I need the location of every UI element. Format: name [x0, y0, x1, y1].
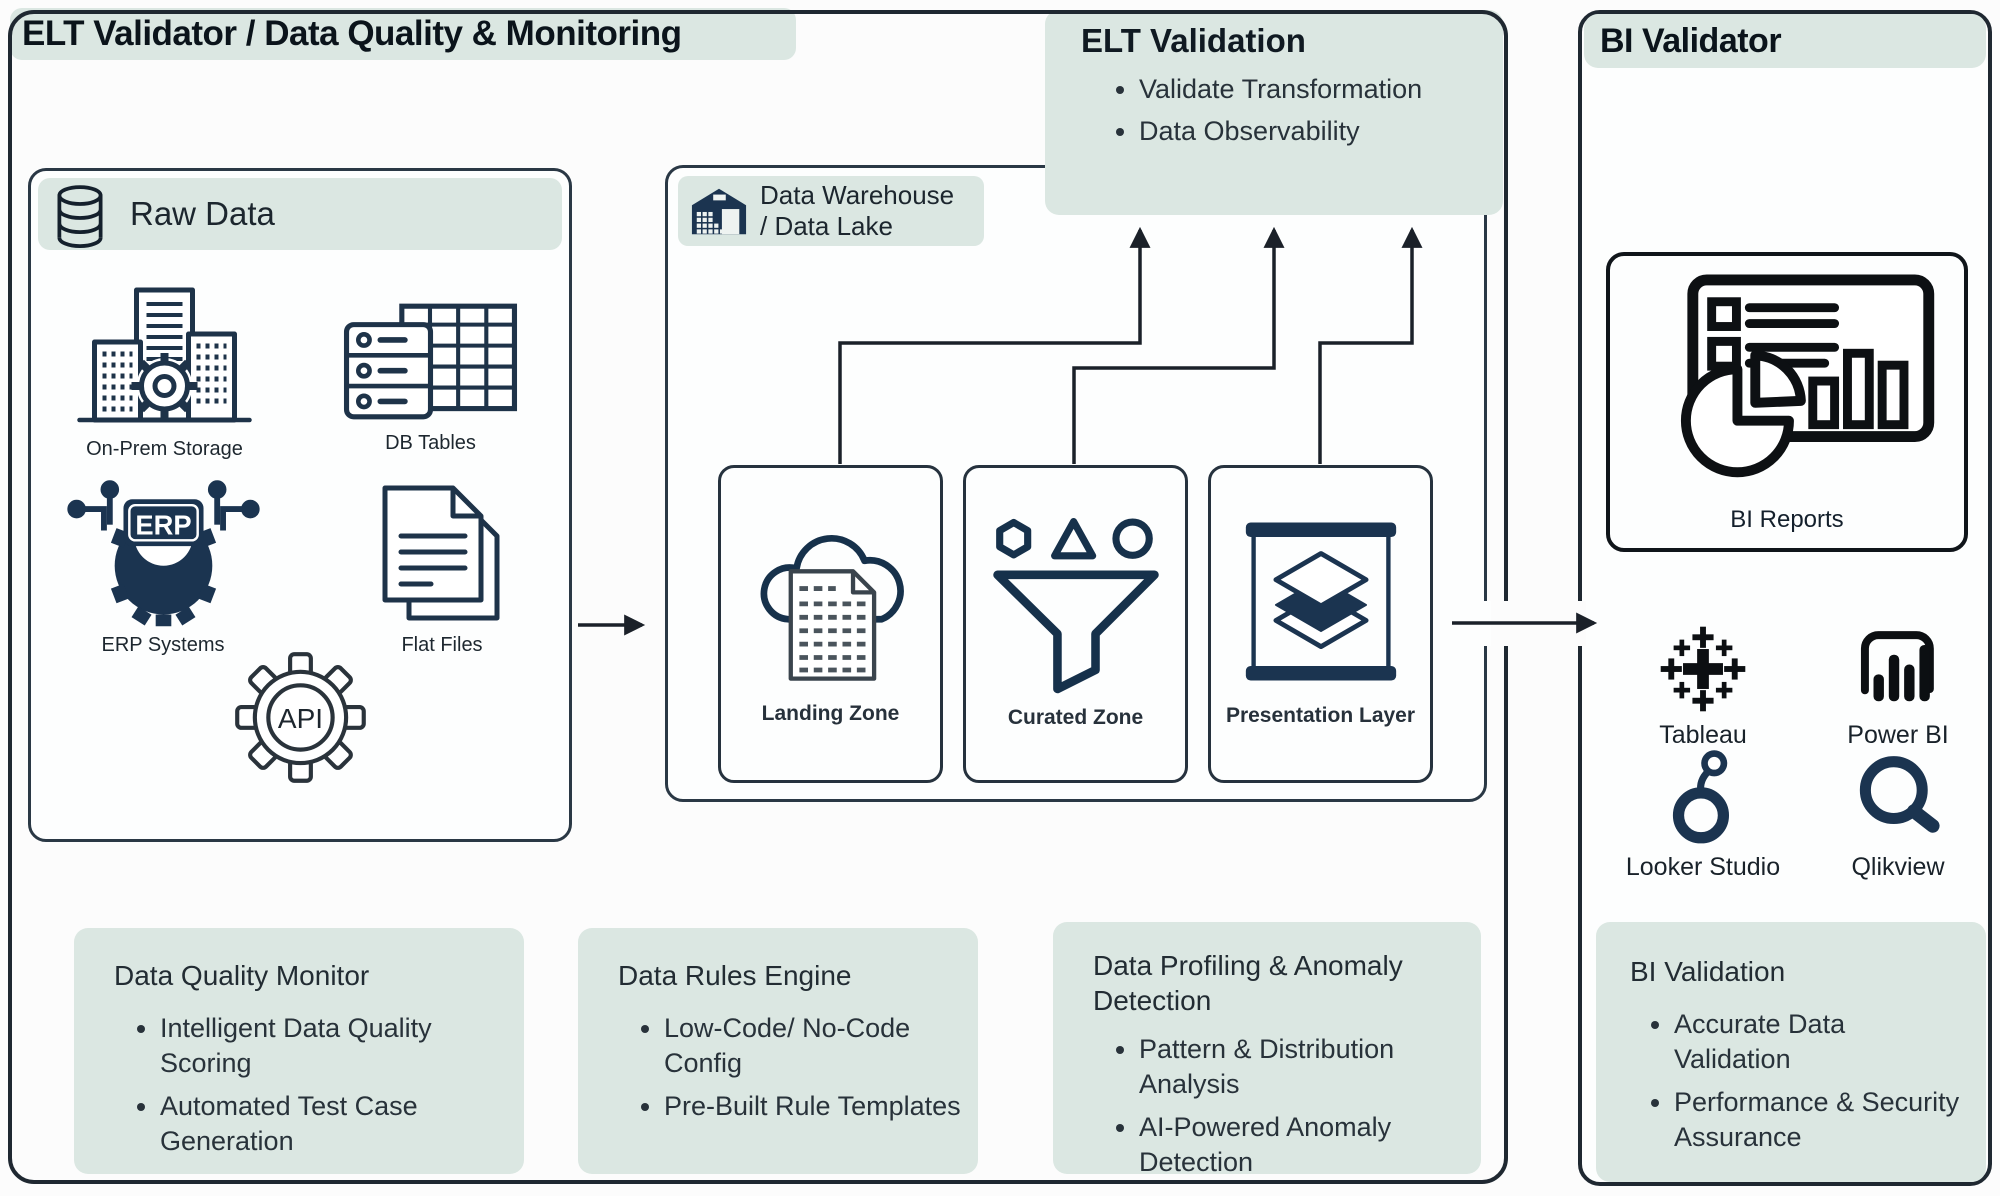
bi-reports-box: BI Reports: [1606, 252, 1968, 552]
bi-validation-box: BI Validation Accurate Data Validation P…: [1596, 922, 1986, 1182]
tool-power-bi: Power BI: [1808, 618, 1988, 750]
source-label: On-Prem Storage: [86, 438, 243, 460]
bi-validation-bullets: Accurate Data Validation Performance & S…: [1630, 1007, 1972, 1154]
elt-validation-bullet: Validate Transformation: [1139, 72, 1503, 107]
warehouse-title: Data Warehouse / Data Lake: [760, 180, 955, 241]
cloud-document-icon: [740, 494, 922, 686]
source-label: DB Tables: [385, 432, 476, 454]
api-gear-icon: API: [231, 648, 371, 788]
source-label: Flat Files: [401, 634, 483, 656]
data-profiling-bullets: Pattern & Distribution Analysis AI-Power…: [1093, 1032, 1465, 1179]
flat-files-icon: [366, 478, 518, 628]
bi-validator-title: BI Validator: [1600, 21, 1782, 60]
erp-icon: ERP: [61, 478, 266, 628]
presentation-layer-box: Presentation Layer: [1208, 465, 1433, 783]
power-bi-icon: [1849, 618, 1947, 716]
raw-data-title: Raw Data: [130, 195, 275, 232]
data-rules-engine-title: Data Rules Engine: [618, 960, 852, 991]
data-rules-engine-box: Data Rules Engine Low-Code/ No-Code Conf…: [578, 928, 978, 1174]
layers-icon: [1241, 520, 1401, 684]
data-quality-monitor-bullets: Intelligent Data Quality Scoring Automat…: [114, 1011, 504, 1158]
db-tables-icon: [338, 298, 523, 426]
warehouse-icon: [690, 185, 748, 237]
on-prem-storage-icon: [62, 282, 267, 432]
data-quality-monitor-box: Data Quality Monitor Intelligent Data Qu…: [74, 928, 524, 1174]
page-title: ELT Validator / Data Quality & Monitorin…: [22, 14, 682, 53]
elt-validation-title: ELT Validation: [1081, 22, 1306, 59]
data-profiling-title: Data Profiling & Anomaly Detection: [1093, 950, 1403, 1016]
landing-zone-label: Landing Zone: [761, 702, 900, 725]
funnel-icon: [988, 508, 1164, 694]
raw-data-header: Raw Data: [38, 178, 562, 250]
elt-validation-bullet: Data Observability: [1139, 114, 1503, 149]
tool-qlikview: Qlikview: [1808, 748, 1988, 882]
source-api: API: [228, 648, 373, 788]
bi-validation-title: BI Validation: [1630, 956, 1786, 987]
tool-label: Looker Studio: [1625, 853, 1781, 881]
tool-label: Power BI: [1847, 721, 1949, 749]
elt-validation-bullets: Validate Transformation Data Observabili…: [1081, 72, 1503, 149]
data-quality-monitor-title: Data Quality Monitor: [114, 960, 370, 991]
source-erp: ERP ERP Systems: [48, 478, 278, 657]
elt-validation-box: ELT Validation Validate Transformation D…: [1045, 10, 1503, 215]
erp-badge-text: ERP: [135, 509, 191, 540]
tool-label: Qlikview: [1851, 853, 1945, 881]
data-rules-engine-bullets: Low-Code/ No-Code Config Pre-Built Rule …: [618, 1011, 962, 1124]
main-title-bar: ELT Validator / Data Quality & Monitorin…: [10, 8, 796, 60]
source-flat-files: Flat Files: [342, 478, 542, 657]
curated-zone-box: Curated Zone: [963, 465, 1188, 783]
qlikview-icon: [1855, 748, 1941, 848]
curated-zone-label: Curated Zone: [1007, 706, 1144, 729]
landing-zone-box: Landing Zone: [718, 465, 943, 783]
tool-looker-studio: Looker Studio: [1608, 748, 1798, 882]
data-profiling-box: Data Profiling & Anomaly Detection Patte…: [1053, 922, 1481, 1177]
bi-validator-header: BI Validator: [1584, 14, 1986, 68]
data-warehouse-header: Data Warehouse / Data Lake: [678, 176, 984, 246]
tableau-icon: [1656, 622, 1750, 716]
tool-tableau: Tableau: [1608, 622, 1798, 750]
database-icon: [50, 181, 110, 255]
looker-studio-icon: [1662, 748, 1744, 848]
bi-reports-icon: [1637, 272, 1937, 500]
api-badge-text: API: [277, 703, 322, 734]
source-on-prem: On-Prem Storage: [52, 282, 277, 461]
source-label: ERP Systems: [101, 634, 225, 656]
source-db-tables: DB Tables: [328, 298, 533, 455]
bi-reports-label: BI Reports: [1730, 506, 1844, 533]
presentation-layer-label: Presentation Layer: [1225, 704, 1416, 727]
tool-label: Tableau: [1659, 721, 1747, 749]
